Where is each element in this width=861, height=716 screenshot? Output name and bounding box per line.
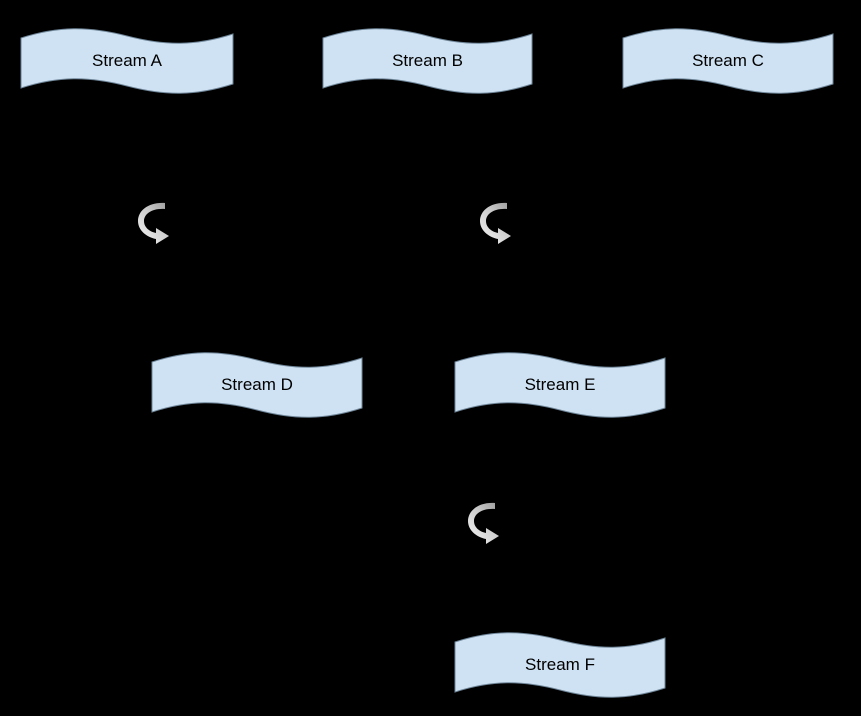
stream-node-d[interactable]: Stream D <box>149 352 365 418</box>
rotate-arrow-glyph <box>468 502 499 544</box>
stream-node-a[interactable]: Stream A <box>18 28 236 94</box>
stream-ribbon-b <box>322 28 533 94</box>
stream-ribbon-c <box>622 28 834 94</box>
rotate-arrow-glyph <box>480 202 511 244</box>
rotate-arrow-icon-c3[interactable] <box>462 494 506 550</box>
rotate-arrow-icon-c1[interactable] <box>132 194 176 250</box>
stream-node-e[interactable]: Stream E <box>452 352 668 418</box>
stream-ribbon-e <box>454 352 666 418</box>
stream-node-b[interactable]: Stream B <box>320 28 535 94</box>
rotate-arrow-glyph <box>138 202 169 244</box>
stream-node-f[interactable]: Stream F <box>452 632 668 698</box>
stream-ribbon-d <box>151 352 363 418</box>
stream-ribbon-a <box>20 28 234 94</box>
stream-node-c[interactable]: Stream C <box>620 28 836 94</box>
rotate-arrow-icon-c2[interactable] <box>474 194 518 250</box>
stream-ribbon-f <box>454 632 666 698</box>
